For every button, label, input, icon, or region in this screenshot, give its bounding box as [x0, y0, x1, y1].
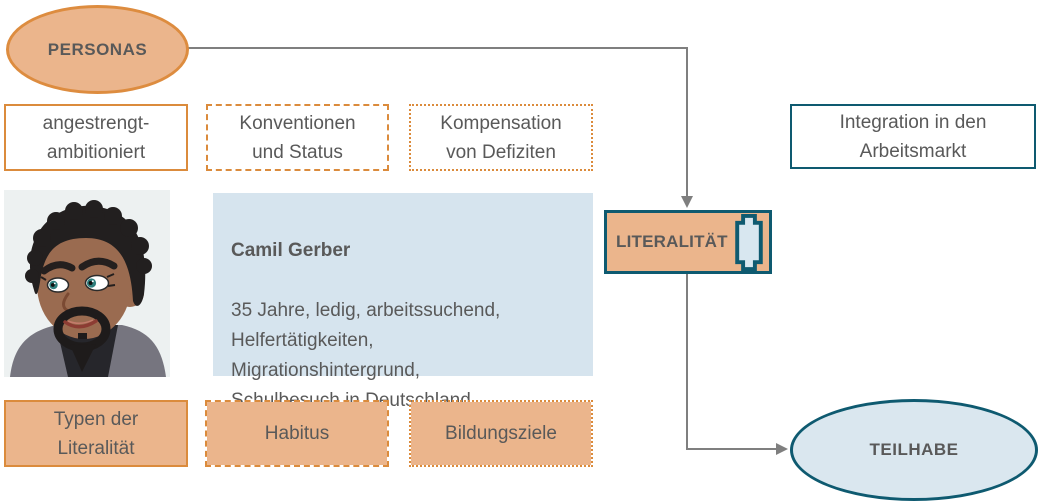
- box-label: Typen der Literalität: [53, 408, 139, 459]
- box-integration-arbeitsmarkt: Integration in den Arbeitsmarkt: [790, 104, 1036, 169]
- male-persona-avatar: [4, 190, 170, 377]
- connector-literalitaet-to-teilhabe: [686, 273, 776, 450]
- box-habitus: Habitus: [205, 400, 389, 467]
- box-konventionen-und-status: Konventionen und Status: [206, 104, 389, 171]
- box-label: Kompensation von Defiziten: [440, 112, 562, 163]
- persona-name: Camil Gerber: [231, 240, 351, 261]
- teilhabe-label: TEILHABE: [869, 440, 959, 459]
- box-label: Konventionen und Status: [239, 112, 356, 163]
- box-label: angestrengt- ambitioniert: [42, 112, 150, 163]
- persona-info-card: Camil Gerber 35 Jahre, ledig, arbeitssuc…: [213, 193, 593, 411]
- personas-node: PERSONAS: [6, 5, 189, 94]
- box-typen-der-literalitaet: Typen der Literalität: [4, 400, 188, 467]
- persona-details: 35 Jahre, ledig, arbeitssuchend, Helfert…: [231, 300, 501, 411]
- box-label: Bildungsziele: [445, 423, 557, 444]
- literalitaet-node: LITERALITÄT: [604, 210, 772, 274]
- personas-label: PERSONAS: [47, 39, 148, 59]
- box-label: Integration in den Arbeitsmarkt: [839, 111, 987, 162]
- vertical-scroll-icon: [735, 213, 763, 271]
- arrowhead-right-icon: [776, 443, 788, 455]
- box-angestrengt-ambitioniert: angestrengt- ambitioniert: [4, 104, 188, 171]
- literalitaet-label: LITERALITÄT: [616, 232, 728, 251]
- teilhabe-node: TEILHABE: [790, 399, 1038, 501]
- box-kompensation-von-defiziten: Kompensation von Defiziten: [409, 104, 593, 171]
- arrowhead-down-icon: [681, 196, 693, 208]
- box-bildungsziele: Bildungsziele: [409, 400, 593, 467]
- box-label: Habitus: [264, 423, 330, 444]
